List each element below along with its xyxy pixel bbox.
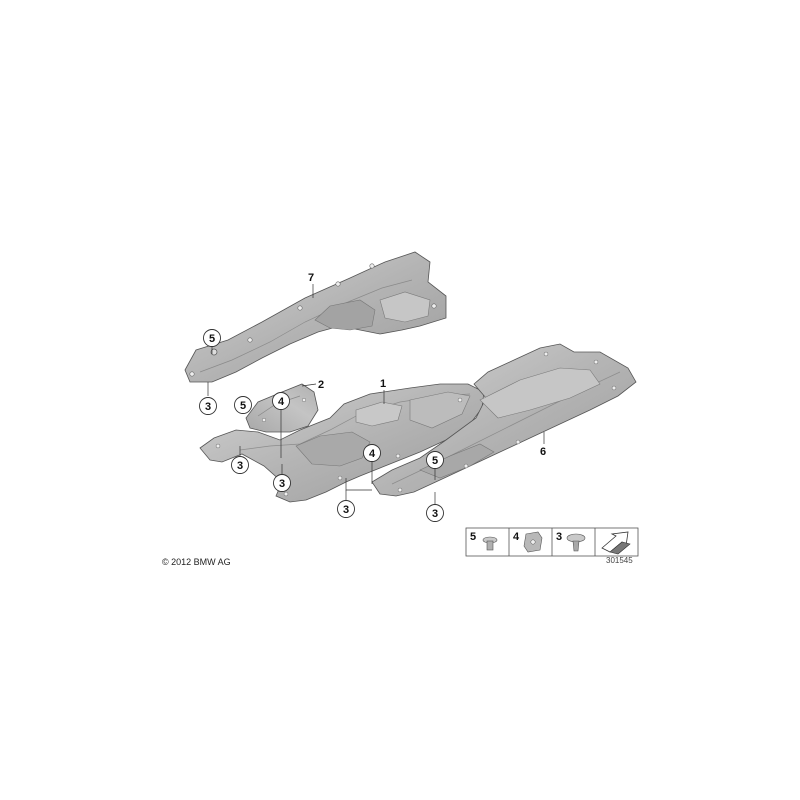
label-part-1: 1: [380, 378, 386, 404]
expanding-rivet-icon: [566, 533, 586, 552]
svg-text:5: 5: [240, 400, 246, 412]
callout-3-left-low: 3: [231, 446, 249, 474]
legend-item-arrow: [601, 531, 631, 555]
legend-item-4: 4: [513, 531, 543, 553]
part-7-label: 7: [308, 272, 314, 284]
svg-text:5: 5: [432, 455, 438, 467]
direction-arrow-icon: [601, 531, 631, 555]
callout-3-mid: 3: [273, 464, 291, 492]
part-1-label: 1: [380, 378, 386, 390]
label-part-2: 2: [301, 379, 324, 391]
push-rivet-icon: [482, 536, 498, 551]
svg-text:5: 5: [470, 531, 476, 543]
label-part-6: 6: [540, 432, 546, 458]
svg-text:3: 3: [343, 504, 349, 516]
callout-3-left-top: 3: [199, 382, 217, 415]
clip-nut-icon: [523, 531, 543, 553]
svg-text:3: 3: [205, 401, 211, 413]
svg-text:3: 3: [556, 531, 562, 543]
callout-5-mid: 5: [234, 396, 252, 414]
svg-text:5: 5: [209, 333, 215, 345]
part-2-label: 2: [318, 379, 324, 391]
diagram-reference-number: 301545: [606, 556, 633, 565]
svg-text:3: 3: [279, 478, 285, 490]
callout-4-mid: 4: [345, 444, 381, 491]
callout-3-bottom: 3: [337, 490, 355, 518]
svg-text:4: 4: [369, 448, 376, 460]
panel-part-7: [184, 251, 447, 383]
svg-text:4: 4: [513, 531, 520, 543]
legend-item-5: 5: [470, 531, 498, 551]
label-part-7: 7: [308, 272, 314, 298]
callout-5-top: 5: [203, 329, 221, 354]
callout-5-right: 5: [426, 451, 444, 480]
svg-text:4: 4: [278, 396, 285, 408]
fastener-legend: 5 4 3: [465, 527, 639, 557]
part-6-label: 6: [540, 446, 546, 458]
legend-item-3: 3: [556, 531, 586, 552]
callout-3-right: 3: [426, 492, 444, 522]
svg-text:3: 3: [432, 508, 438, 520]
copyright-notice: © 2012 BMW AG: [162, 557, 231, 567]
callout-4-left: 4: [272, 392, 290, 458]
svg-text:3: 3: [237, 460, 243, 472]
